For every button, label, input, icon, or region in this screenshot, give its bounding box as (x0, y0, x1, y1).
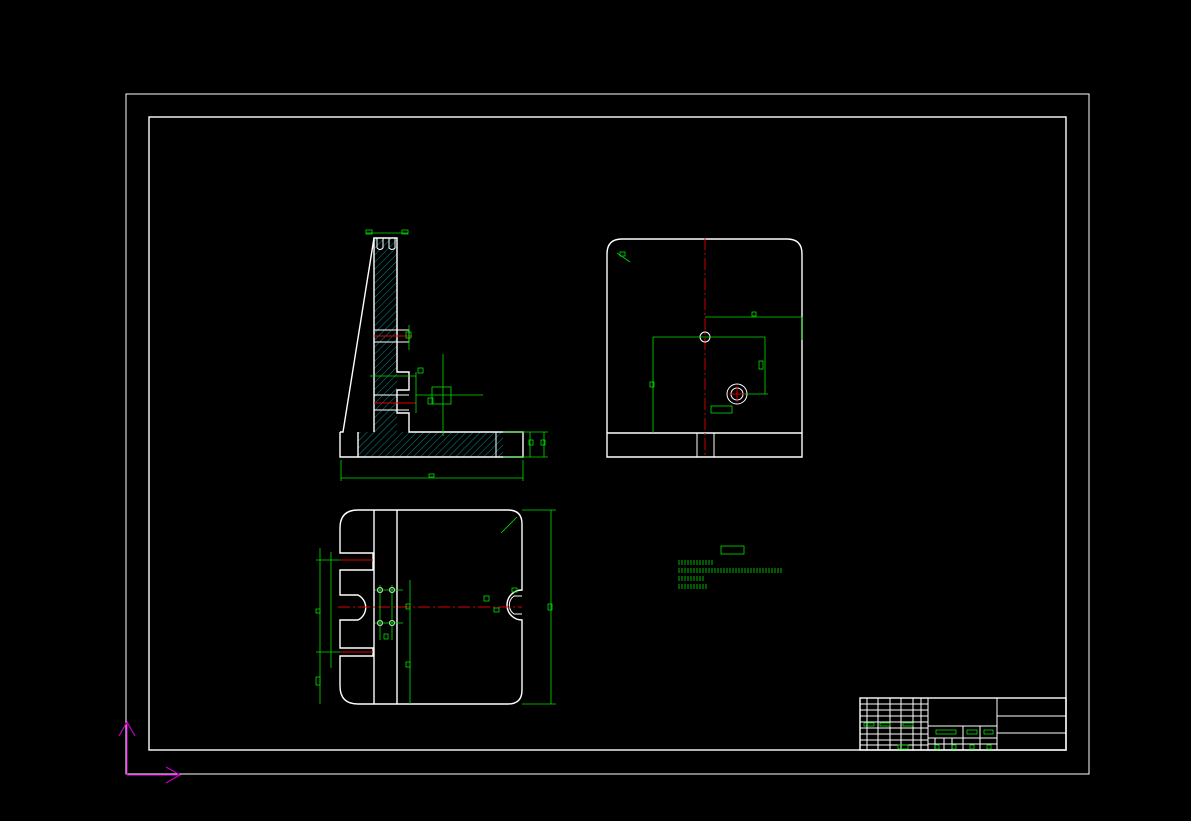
top-view[interactable] (315, 509, 556, 705)
front-view-dimensions (340, 229, 548, 481)
technical-notes (678, 545, 782, 589)
side-view-dimensions (616, 251, 803, 433)
title-block[interactable] (859, 697, 1067, 751)
section-hatch-base (358, 432, 503, 457)
front-section-view[interactable] (339, 229, 548, 481)
side-view[interactable] (606, 238, 803, 458)
section-hatch-vertical (374, 238, 397, 432)
sheet-inner-border (148, 116, 1067, 751)
ucs-axis-icon (118, 720, 182, 784)
top-view-dimensions (315, 509, 556, 705)
sheet-outer-border (125, 93, 1090, 775)
